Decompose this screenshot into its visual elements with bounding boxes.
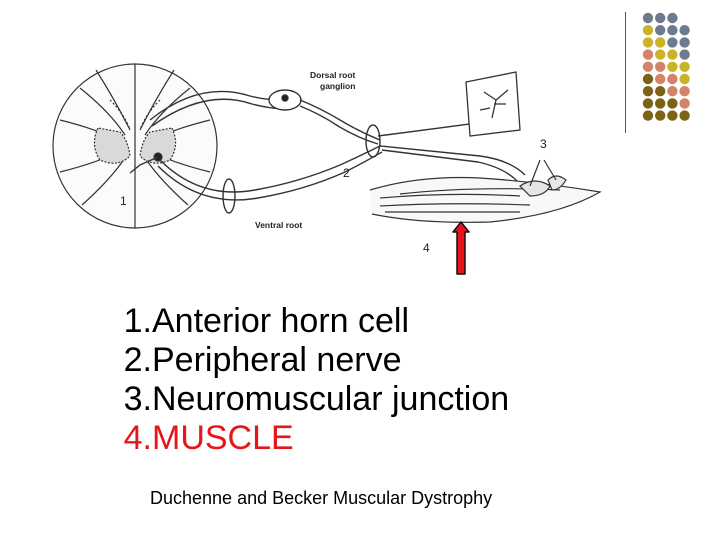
decor-dot [667,12,678,24]
decor-dot [679,25,690,36]
decor-dot [655,110,666,121]
skin-receptor [465,71,521,137]
label-number-2: 2 [343,166,350,180]
decor-dot [642,49,654,60]
decor-dot [667,98,678,109]
label-ventral-root: Ventral root [255,220,302,230]
list-number: 4. [123,419,152,457]
decor-dot [655,98,666,109]
list-text: Anterior horn cell [152,302,410,340]
decor-dot [667,73,678,85]
decor-dot [667,37,678,48]
red-arrow-icon [452,221,470,275]
decor-dot [655,12,666,24]
decor-dot [667,25,678,36]
list-text: Neuromuscular junction [152,380,510,418]
decor-dot [655,49,666,60]
decorative-dot-grid [642,12,690,121]
decor-dot [679,110,690,121]
label-dorsal-root: Dorsal root [310,70,356,80]
decor-dot [655,86,666,97]
decor-dot [642,12,654,24]
ventral-root [129,145,383,214]
decor-dot [679,61,690,72]
label-number-4: 4 [423,241,430,255]
decorative-divider [625,12,626,133]
decor-dot [642,98,654,109]
spinal-cord-cross-section [52,63,218,229]
neuromuscular-anatomy-diagram: 1 2 3 4 Dorsal root ganglion Ventral roo… [52,63,602,275]
label-number-1: 1 [120,194,127,208]
decor-dot [655,25,666,36]
list-number: 1. [123,302,152,340]
decor-dot [642,37,654,48]
list-text: Peripheral nerve [152,341,402,379]
decor-dot [642,86,654,97]
decor-dot [679,86,690,97]
list-number: 3. [123,380,152,418]
decor-dot [642,73,654,85]
decor-dot [667,61,678,72]
list-item: 4. MUSCLE [86,419,509,458]
label-ganglion: ganglion [320,81,355,91]
decor-dot [679,37,690,48]
list-number: 2. [123,341,152,379]
list-item: 2. Peripheral nerve [86,341,509,380]
muscle [369,159,602,223]
decor-dot [655,37,666,48]
decor-dot [679,98,690,109]
decor-dot [642,61,654,72]
decor-dot [667,49,678,60]
decor-dot [642,25,654,36]
decor-dot [642,110,654,121]
numbered-list: 1. Anterior horn cell 2. Peripheral nerv… [86,302,510,458]
decor-dot [667,86,678,97]
list-item: 3. Neuromuscular junction [86,380,510,419]
caption: Duchenne and Becker Muscular Dystrophy [150,488,493,508]
list-item: 1. Anterior horn cell [86,302,509,341]
decor-dot [667,110,678,121]
decor-dot [655,61,666,72]
decor-dot [679,49,690,60]
label-number-3: 3 [540,137,547,151]
decor-dot [679,73,690,85]
list-text: MUSCLE [152,419,294,457]
decor-dot [655,73,666,85]
